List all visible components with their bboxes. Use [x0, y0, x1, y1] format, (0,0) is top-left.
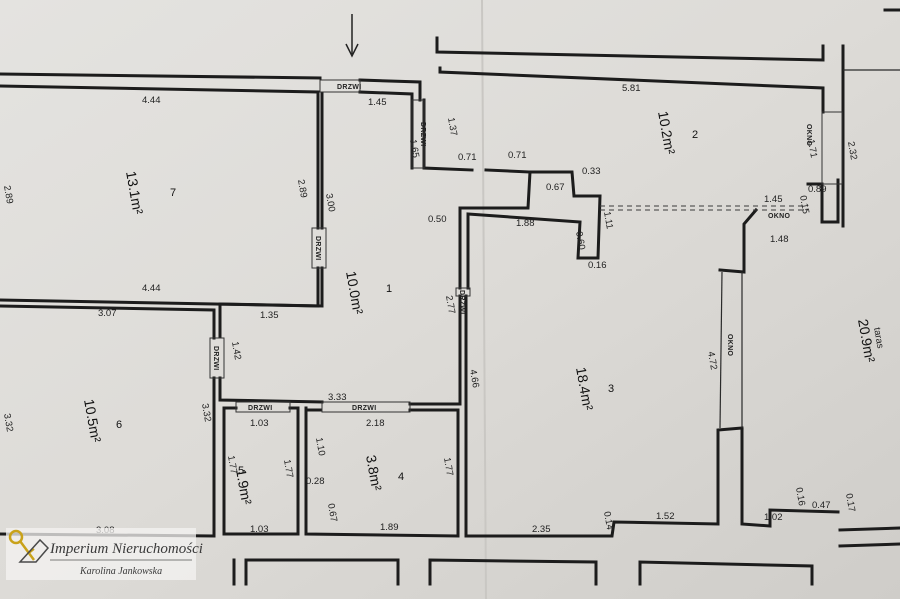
room-number: 3 [608, 383, 614, 395]
room-2-walls [600, 178, 840, 429]
dimension-label: 1.35 [260, 310, 279, 321]
room-number: 2 [692, 129, 698, 141]
window-label: OKNO [805, 124, 812, 146]
window-label: OKNO [768, 213, 790, 220]
dimension-label: 2.89 [1, 185, 15, 205]
paper-fold [481, 0, 487, 599]
room-number: 5 [238, 465, 244, 477]
dimension-label: 0.50 [428, 214, 447, 225]
terrace-label: taras [871, 327, 886, 350]
dimension-label: 4.44 [142, 95, 161, 106]
agency-logo: Imperium Nieruchomości Karolina Jankowsk… [6, 528, 203, 580]
entrance-arrow-icon [345, 14, 359, 58]
dimension-label: 0.47 [812, 500, 831, 511]
shaft-walls [466, 170, 602, 290]
dimension-label: 1.89 [380, 522, 399, 533]
door-label: DRZWI [337, 84, 361, 91]
room-number: 6 [116, 419, 122, 431]
room-5-walls [222, 406, 300, 536]
dimension-label: 0.71 [508, 150, 527, 161]
dimension-label: 0.15 [797, 195, 811, 215]
dimension-label: 2.77 [443, 295, 457, 315]
room-area: 10.0m² [343, 270, 366, 316]
dimension-label: 3.33 [328, 392, 347, 403]
door-label: DRZWI [458, 290, 465, 314]
room-number: 4 [398, 471, 404, 483]
terrace-area: 20.9m² [855, 318, 878, 364]
dimension-label: 0.67 [546, 182, 565, 193]
dimension-label: 2.35 [532, 524, 551, 535]
dimension-label: 1.65 [407, 139, 421, 159]
door-label: DRZWI [314, 236, 321, 260]
room-area: 10.2m² [655, 110, 678, 156]
house-icon [18, 538, 50, 563]
dimension-label: 1.03 [250, 524, 269, 535]
dimension-label: 0.89 [808, 184, 827, 195]
dimension-label: 1.02 [764, 512, 783, 523]
dimension-label: 1.45 [764, 194, 783, 205]
dimension-label: 0.17 [843, 493, 857, 513]
room-3-walls [464, 207, 840, 538]
door-label: DRZWI [248, 405, 272, 412]
dimension-label: 0.67 [325, 503, 339, 523]
dimension-label: 1.10 [313, 437, 327, 457]
dimension-label: 1.77 [225, 455, 239, 475]
room-area: 3.8m² [363, 454, 385, 492]
dimension-label: 4.66 [467, 369, 481, 389]
dimension-label: 3.32 [199, 403, 213, 423]
dimension-label: 1.45 [368, 97, 387, 108]
dimension-label: 1.11 [601, 211, 615, 230]
room-number: 7 [170, 187, 176, 199]
dimension-label: 3.32 [1, 413, 15, 433]
dimension-label: 0.14 [601, 511, 615, 531]
room-4-walls [304, 406, 460, 538]
dimension-label: 0.71 [458, 152, 477, 163]
room-area: 18.4m² [573, 366, 596, 412]
dimension-label: 1.71 [805, 139, 819, 159]
dimension-label: 4.44 [142, 283, 161, 294]
dimension-label: 3.07 [98, 308, 117, 319]
dimension-label: 0.33 [582, 166, 601, 177]
dimension-label: 2.18 [366, 418, 385, 429]
outer-walls [0, 8, 900, 228]
dimension-label: 3.00 [323, 193, 337, 213]
dimension-label: 1.77 [281, 459, 295, 479]
room-area: 1.9m² [233, 468, 255, 506]
dimension-label: 1.42 [229, 341, 243, 361]
room-number: 1 [386, 283, 392, 295]
dimension-label: 1.52 [656, 511, 675, 522]
door-label: DRZWI [419, 122, 426, 146]
room-area: 10.5m² [81, 398, 104, 444]
dimension-label: 0.28 [306, 476, 325, 487]
dimension-label: 4.72 [705, 351, 719, 371]
dimension-label: 2.89 [295, 179, 309, 199]
door-openings [209, 79, 843, 413]
agency-name: Imperium Nieruchomości [49, 541, 203, 557]
dimension-label: 1.03 [250, 418, 269, 429]
dimension-label: 1.88 [516, 218, 535, 229]
door-label: DRZWI [352, 405, 376, 412]
dimension-label: 1.77 [441, 457, 455, 477]
dimension-label: 1.48 [770, 234, 789, 245]
agency-agent: Karolina Jankowska [79, 566, 162, 577]
dimension-label: 2.32 [845, 141, 859, 161]
dimension-label: 5.81 [622, 83, 641, 94]
dimension-label: 0.16 [793, 487, 807, 507]
room-area: 13.1m² [123, 170, 146, 216]
dimension-label: 1.37 [445, 117, 459, 137]
door-label: DRZWI [212, 346, 219, 370]
key-icon [8, 529, 36, 561]
dimension-label: 0.60 [573, 231, 587, 251]
dimension-label: 0.16 [588, 260, 607, 271]
window-label: OKNO [726, 334, 733, 356]
bottom-walls [232, 526, 900, 586]
